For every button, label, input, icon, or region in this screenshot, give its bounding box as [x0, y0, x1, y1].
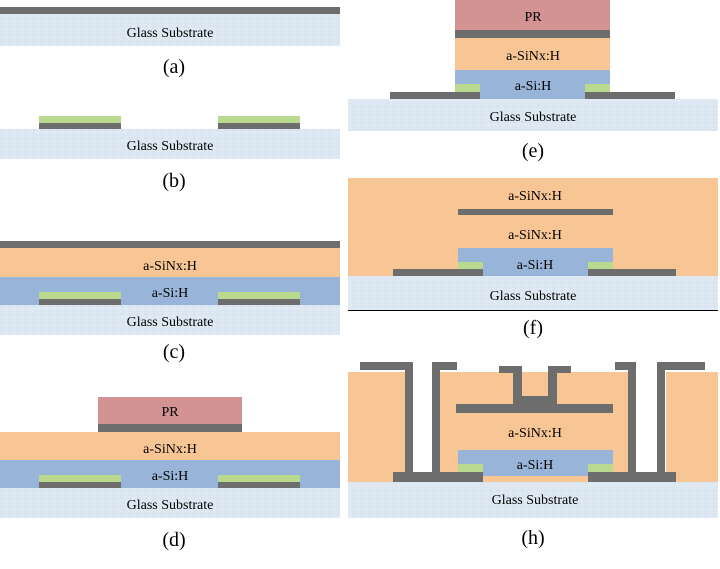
si-label: a-Si:H: [517, 458, 554, 473]
step-f: a-SiNx:H a-SiNx:H a-Si:H Glass Substrate…: [348, 178, 718, 339]
via-cap-left: [499, 366, 522, 373]
glass-substrate: [0, 488, 340, 518]
via-cap-right: [548, 366, 571, 373]
si-label: a-Si:H: [515, 79, 552, 94]
via-left-wall: [513, 366, 522, 406]
metal-under-pr: [98, 424, 242, 432]
glass-substrate: [0, 305, 340, 335]
sinx-label-lower: a-SiNx:H: [508, 228, 562, 243]
doped-layer-left: [455, 84, 480, 92]
caption-a: (a): [163, 56, 185, 78]
pr-label: PR: [161, 405, 179, 420]
a-sinx-block-left: [348, 372, 405, 482]
step-a: Glass Substrate (a): [0, 7, 340, 78]
step-c: a-SiNx:H a-Si:H Glass Substrate (c): [0, 241, 340, 363]
contact-right-wall-outer: [657, 362, 665, 474]
caption-c: (c): [163, 341, 185, 363]
caption-b: (b): [162, 170, 185, 192]
top-metal-layer: [0, 241, 340, 248]
metal-right: [218, 482, 300, 488]
metal-left: [39, 482, 121, 488]
metal-left: [390, 92, 480, 99]
gate-metal-layer: [0, 7, 340, 14]
photoresist: [455, 0, 610, 30]
doped-layer-right: [588, 262, 613, 270]
glass-substrate: [0, 14, 340, 46]
step-h: a-SiNx:H a-Si:H Glass Substrate (h): [348, 362, 718, 549]
contact-right-inner-cap: [615, 362, 633, 370]
sinx-label: a-SiNx:H: [143, 259, 197, 274]
glass-substrate: [0, 129, 340, 159]
doped-layer-left: [458, 464, 483, 472]
step-b: Glass Substrate (b): [0, 116, 340, 192]
caption-h: (h): [521, 527, 544, 549]
doped-layer-left: [39, 292, 121, 299]
glass-substrate: [348, 99, 718, 131]
glass-label: Glass Substrate: [127, 26, 214, 41]
a-sinx-layer: [0, 432, 340, 460]
metal-left: [393, 472, 483, 482]
via-bottom: [513, 396, 557, 406]
metal-left: [393, 269, 483, 276]
caption-f: (f): [523, 317, 543, 339]
doped-layer-right: [588, 464, 613, 472]
si-label: a-Si:H: [152, 286, 189, 301]
metal-right: [218, 123, 300, 129]
sinx-label: a-SiNx:H: [143, 442, 197, 457]
doped-layer-left: [458, 262, 483, 270]
a-si-island-edge-left: [455, 70, 480, 84]
doped-layer-right: [218, 475, 300, 482]
metal-right: [588, 269, 676, 276]
contact-right-cap: [657, 362, 705, 370]
glass-substrate: [348, 482, 718, 518]
si-label: a-Si:H: [517, 258, 554, 273]
doped-layer-right: [218, 292, 300, 299]
sinx-label: a-SiNx:H: [508, 426, 562, 441]
caption-e: (e): [522, 140, 544, 162]
glass-label: Glass Substrate: [490, 289, 577, 304]
contact-left-inner-cap: [432, 362, 457, 370]
glass-label: Glass Substrate: [127, 315, 214, 330]
contact-left-wall-inner: [432, 362, 440, 474]
a-sinx-layer: [0, 248, 340, 277]
metal-left: [39, 123, 121, 129]
metal-left: [39, 299, 121, 305]
caption-d: (d): [162, 529, 185, 551]
top-electrode: [456, 404, 613, 413]
glass-substrate: [348, 276, 718, 310]
metal-right: [585, 92, 675, 99]
metal-under-pr: [455, 30, 610, 38]
sinx-label: a-SiNx:H: [506, 49, 560, 64]
contact-right-wall-inner: [628, 362, 636, 474]
glass-label: Glass Substrate: [127, 139, 214, 154]
contact-left-wall-outer: [405, 362, 413, 474]
a-si-island-edge-right: [585, 70, 610, 84]
a-sinx-layer: [455, 38, 610, 70]
pr-label: PR: [524, 10, 542, 25]
a-si-island: [480, 70, 585, 99]
via-right-wall: [548, 366, 557, 406]
glass-label: Glass Substrate: [127, 498, 214, 513]
sinx-label-upper: a-SiNx:H: [508, 189, 562, 204]
glass-label: Glass Substrate: [492, 493, 579, 508]
a-si-island: [458, 450, 613, 476]
glass-label: Glass Substrate: [490, 110, 577, 125]
metal-right: [218, 299, 300, 305]
doped-layer-left: [39, 116, 121, 123]
contact-left-cap: [360, 362, 408, 370]
doped-layer-left: [39, 475, 121, 482]
a-si-island: [458, 248, 613, 276]
photoresist: [98, 397, 242, 424]
doped-layer-right: [585, 84, 610, 92]
top-electrode: [458, 209, 613, 215]
a-sinx-block-right: [666, 372, 718, 482]
doped-layer-right: [218, 116, 300, 123]
step-e: PR a-SiNx:H a-Si:H Glass Substrate (e): [348, 0, 718, 162]
si-label: a-Si:H: [152, 469, 189, 484]
step-d: PR a-SiNx:H a-Si:H Glass Substrate (d): [0, 397, 340, 551]
metal-right: [588, 472, 676, 482]
